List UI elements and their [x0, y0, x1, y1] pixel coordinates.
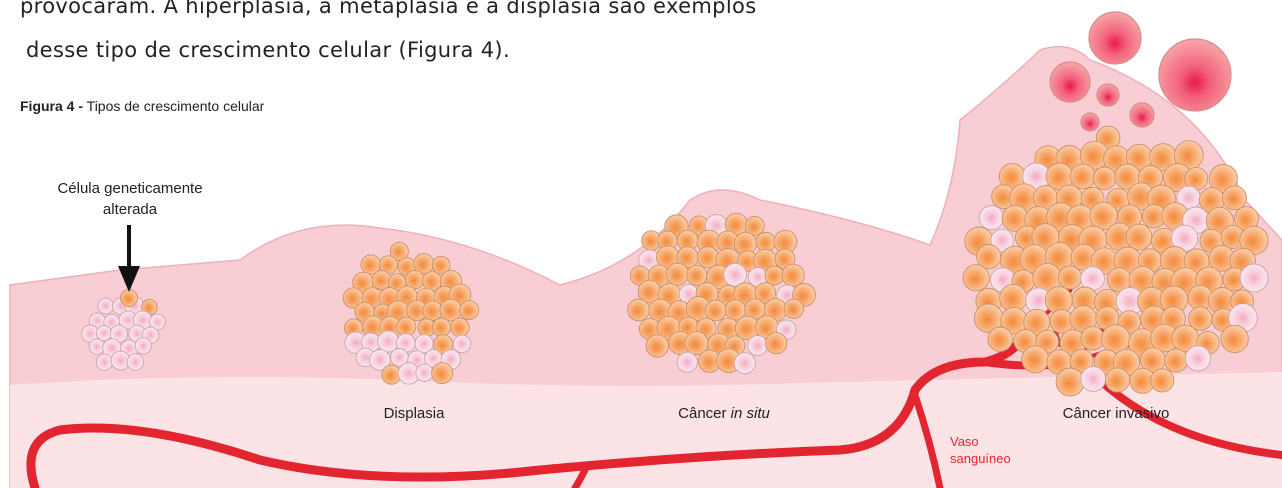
altered-cell	[765, 332, 788, 355]
normal-cell	[1239, 263, 1269, 293]
normal-cell	[95, 325, 113, 342]
normal-cell	[1184, 345, 1212, 372]
altered-cell	[764, 265, 785, 286]
altered-cell	[781, 263, 805, 287]
altered-cell	[962, 264, 990, 292]
altered-cell	[704, 299, 727, 322]
altered-cell	[1069, 348, 1094, 373]
altered-cell	[1104, 367, 1130, 393]
altered-cell	[1092, 166, 1117, 191]
altered-cell	[1221, 185, 1247, 211]
altered-cell	[422, 300, 443, 321]
altered-cell	[439, 298, 462, 322]
normal-cell	[452, 334, 472, 354]
in-situ-label: Câncer in situ	[678, 405, 770, 422]
normal-cell	[676, 351, 698, 373]
in-situ-label-prefix: Câncer	[678, 405, 726, 422]
normal-cell	[88, 338, 105, 355]
figure-caption-text: Tipos de crescimento celular	[86, 98, 265, 114]
altered-cell	[431, 317, 451, 337]
altered-cell	[686, 264, 708, 286]
altered-cell	[459, 300, 480, 321]
normal-cell	[415, 363, 434, 382]
normal-cell	[990, 228, 1014, 253]
normal-cell	[134, 337, 152, 355]
altered-cell	[1069, 163, 1096, 190]
figure-caption: Figura 4 - Tipos de crescimento celular	[20, 98, 264, 114]
altered-cell	[431, 255, 451, 275]
connective-tissue-layer	[10, 372, 1282, 488]
normal-cell	[978, 205, 1004, 231]
figure-caption-label: Figura 4 -	[20, 98, 84, 114]
normal-cell	[733, 352, 756, 375]
altered-cell	[744, 215, 765, 236]
normal-cell	[377, 330, 400, 353]
dysplasia-label: Displasia	[384, 405, 446, 422]
altered-cell	[696, 246, 719, 269]
altered-cell-label-line1: Célula geneticamente	[57, 180, 202, 197]
normal-cell	[747, 335, 769, 356]
normal-cell	[723, 262, 747, 287]
normal-cell	[95, 353, 113, 371]
dysplasia-cell-cluster	[342, 241, 480, 385]
paragraph-line-1: provocaram. A hiperplasia, a metaplasia …	[20, 0, 757, 18]
in-situ-label-italic: in situ	[731, 405, 771, 422]
paragraph-line-2: desse tipo de crescimento celular (Figur…	[26, 38, 510, 62]
altered-cell	[783, 298, 804, 319]
vessel-label-line1: Vaso	[950, 434, 979, 449]
normal-cell	[97, 297, 115, 315]
invasive-cell-cluster	[962, 125, 1269, 397]
altered-cell	[1125, 223, 1153, 251]
altered-cell	[1164, 348, 1189, 373]
normal-cell	[126, 353, 145, 371]
altered-cell	[1057, 265, 1083, 290]
altered-cell-cluster	[81, 289, 166, 371]
altered-cell	[431, 362, 454, 385]
altered-cell	[1055, 367, 1085, 397]
altered-cell	[1080, 326, 1105, 351]
altered-cell	[389, 241, 409, 261]
in-situ-cell-cluster	[627, 212, 816, 375]
altered-cell	[627, 298, 650, 322]
normal-cell	[1080, 366, 1107, 392]
altered-cell	[450, 317, 470, 338]
altered-cell	[120, 289, 138, 307]
altered-cell-label-line2: alterada	[103, 201, 158, 218]
altered-cell	[665, 262, 690, 286]
vessel-label-line2: sanguíneo	[950, 451, 1011, 466]
invasive-cancer-label: Câncer invasivo	[1063, 405, 1170, 422]
altered-cell	[1150, 368, 1175, 393]
altered-cell	[1220, 324, 1249, 354]
altered-cell	[754, 282, 777, 304]
arrow-down-icon	[118, 225, 140, 292]
altered-cell	[755, 231, 776, 253]
altered-cell	[987, 326, 1013, 352]
altered-cell	[1021, 345, 1050, 374]
altered-cell	[645, 334, 669, 358]
normal-cell	[369, 349, 391, 371]
detached-cells	[1049, 11, 1232, 132]
